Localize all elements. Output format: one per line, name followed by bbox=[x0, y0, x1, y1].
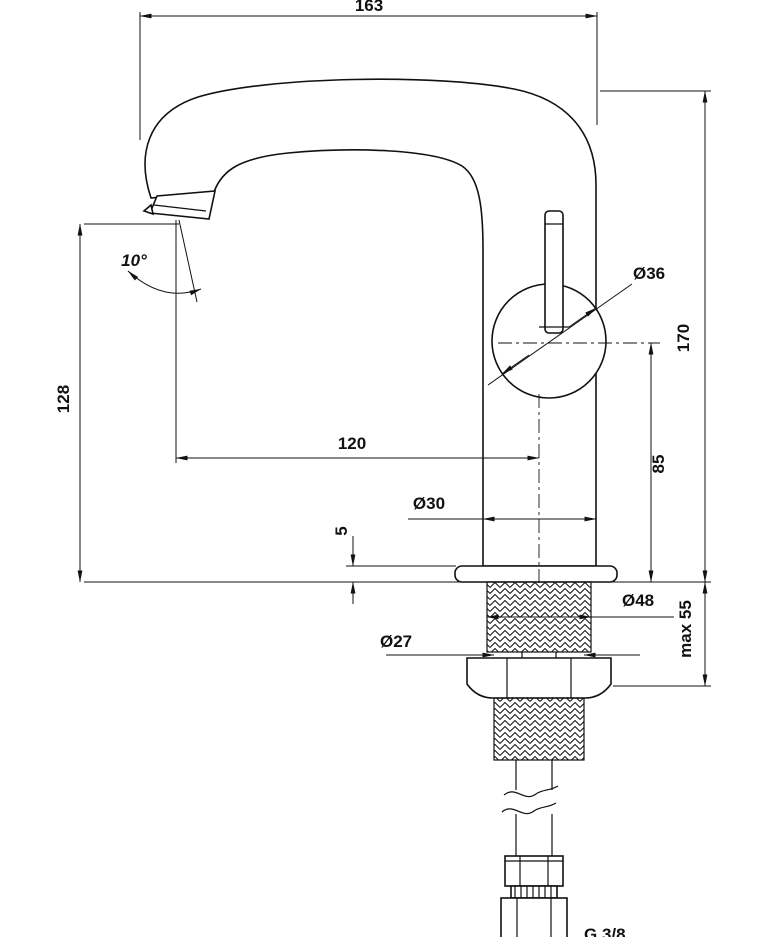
hose-break-wave-top bbox=[503, 785, 559, 798]
aerator-outlet bbox=[148, 190, 217, 220]
faucet-body bbox=[142, 78, 618, 937]
dim-label-spout-reach: 120 bbox=[338, 434, 366, 453]
connector-hex-top-facets bbox=[505, 856, 563, 886]
hose-connector bbox=[500, 855, 568, 937]
shank-tube bbox=[521, 652, 557, 658]
dim-shank-diameter: Ø27 bbox=[380, 632, 640, 658]
lower-thread bbox=[493, 697, 585, 761]
connector-knurl-lines bbox=[514, 886, 552, 898]
dim-label-base-height: 5 bbox=[332, 526, 351, 535]
dim-handle-center-height: 85 bbox=[648, 342, 668, 583]
nut-facet-lines bbox=[506, 658, 572, 698]
connector-hex-bottom bbox=[500, 897, 568, 937]
dim-overall-height: 170 bbox=[600, 90, 711, 583]
base-flange bbox=[454, 565, 618, 583]
aerator-inner-line bbox=[153, 204, 207, 212]
handle-lever bbox=[544, 210, 564, 334]
dim-spout-width: 163 bbox=[139, 0, 598, 140]
spout-and-column-outline bbox=[144, 78, 597, 567]
hose-break-wave-bottom bbox=[501, 802, 557, 815]
flex-hose bbox=[501, 760, 559, 856]
dim-spout-reach: 120 bbox=[175, 220, 540, 463]
dim-aerator-angle: 10° bbox=[121, 219, 202, 303]
dim-max-mounting-thickness: max 55 bbox=[613, 581, 711, 687]
dimension-annotations: 163 128 170 max 55 85 bbox=[54, 0, 711, 937]
dim-label-handle-center-height: 85 bbox=[649, 455, 668, 474]
aerator-tip bbox=[142, 203, 155, 216]
dim-label-base-diameter: Ø48 bbox=[622, 591, 654, 610]
dim-base-height: 5 bbox=[332, 526, 456, 604]
dim-label-overall-height: 170 bbox=[674, 324, 693, 352]
dim-label-shank-diameter: Ø27 bbox=[380, 632, 412, 651]
dim-label-spout-width: 163 bbox=[355, 0, 383, 15]
connector-hex-bottom-facets bbox=[516, 898, 552, 937]
dim-body-diameter: Ø30 bbox=[408, 494, 597, 522]
centerlines bbox=[498, 342, 660, 584]
dim-label-aerator-angle: 10° bbox=[121, 251, 147, 270]
dim-handle-diameter: Ø36 bbox=[487, 264, 665, 386]
dim-height-to-aerator: 128 bbox=[54, 223, 179, 583]
dim-label-hose-thread: G 3/8 bbox=[584, 925, 626, 937]
mounting-nut bbox=[466, 657, 612, 699]
dim-label-handle-diameter: Ø36 bbox=[633, 264, 665, 283]
dim-label-max-mounting-thickness: max 55 bbox=[676, 600, 695, 658]
dim-label-height-to-aerator: 128 bbox=[54, 385, 73, 413]
dim-base-diameter: Ø48 bbox=[486, 591, 674, 620]
dim-label-body-diameter: Ø30 bbox=[413, 494, 445, 513]
connector-knurl-band bbox=[510, 885, 558, 899]
